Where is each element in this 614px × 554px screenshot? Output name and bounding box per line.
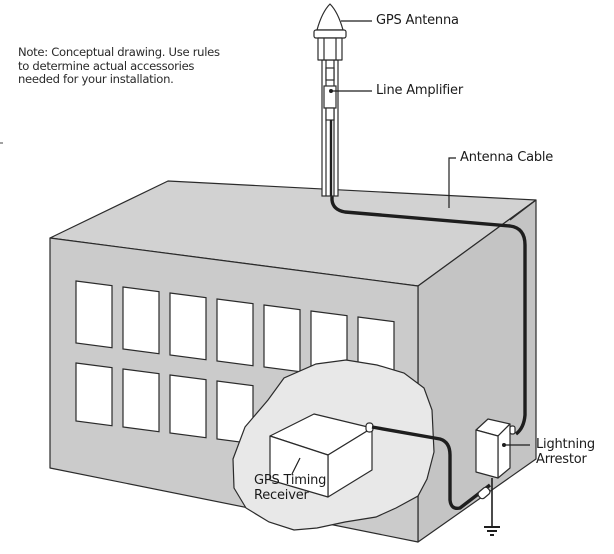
window-r1-1 — [75, 280, 113, 349]
lightning-arrestor-label: Lightning Arrestor — [536, 437, 595, 467]
gps-timing-receiver-label-line: GPS Timing — [254, 473, 327, 488]
window-r2-2 — [122, 368, 160, 433]
gps-timing-receiver-label-line: Receiver — [254, 488, 309, 503]
window-r1-5 — [263, 304, 301, 373]
roof-edge-back — [509, 199, 537, 221]
window-r1-2 — [122, 286, 160, 355]
window-r2-1 — [75, 362, 113, 427]
antenna-cable-label: Antenna Cable — [460, 150, 554, 165]
conceptual-drawing-note: Note: Conceptual drawing. Use rules to d… — [18, 45, 220, 87]
note-line: needed for your installation. — [18, 72, 174, 86]
receiver-cable — [371, 425, 492, 511]
window-r1-3 — [169, 292, 207, 361]
gps-antenna-dome — [313, 3, 347, 61]
note-line: to determine actual accessories — [18, 58, 195, 73]
window-r2-3 — [169, 374, 207, 439]
note-line: Note: Conceptual drawing. Use rules — [18, 45, 220, 59]
antenna-cable — [330, 168, 527, 436]
gps-timing-receiver-label: GPS Timing Receiver — [254, 473, 326, 503]
line-amplifier-label: Line Amplifier — [376, 83, 463, 98]
leader-lines — [291, 20, 530, 475]
gps-antenna-label: GPS Antenna — [376, 13, 459, 28]
window-r1-4 — [216, 298, 254, 367]
lightning-arrestor-label-line: Lightning — [536, 437, 595, 452]
lightning-arrestor-box — [475, 418, 516, 500]
lightning-arrestor-label-line: Arrestor — [536, 452, 587, 467]
gps-timing-receiver-box — [269, 413, 374, 498]
ground-icon — [484, 478, 500, 536]
antenna-mast — [321, 59, 339, 197]
